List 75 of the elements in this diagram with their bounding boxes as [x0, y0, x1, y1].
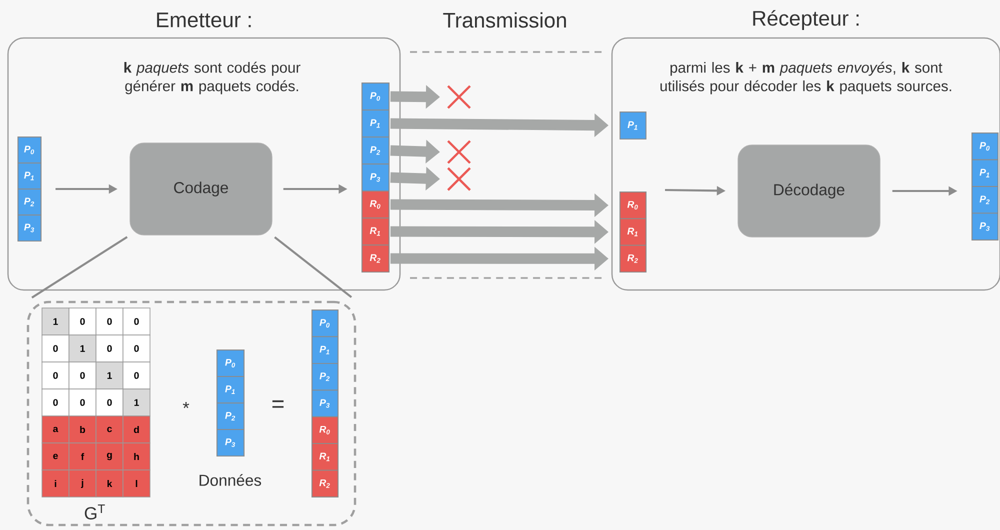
packet-cell: R$_{2}$	[362, 244, 390, 272]
matrix-cell: 0	[96, 388, 124, 416]
packet-cell: R$_{2}$	[620, 244, 646, 272]
matrix-cell: 1	[96, 362, 124, 390]
matrix-name: G$^{T}$	[84, 504, 105, 520]
packet-cell: P$_{1}$	[362, 110, 390, 138]
matrix-cell: d	[122, 416, 150, 444]
packet-cell: P$_{1}$	[972, 159, 998, 187]
matrix-cell: 0	[68, 308, 96, 336]
node-label: P$_{1}$	[980, 168, 990, 178]
packet-cell: R$_{0}$	[620, 192, 646, 220]
process-box: Codage	[130, 142, 272, 236]
packet-cell: R$_{0}$	[312, 416, 338, 444]
packet-cell: P$_{3}$	[972, 212, 998, 240]
zoom-frame	[26, 300, 356, 526]
packet-cell: P$_{1}$	[620, 112, 646, 140]
panel-text: k paquets sont codés pour générer m paquets codés.	[124, 62, 300, 94]
packet-cell: P$_{0}$	[362, 82, 390, 110]
matrix-cell: 0	[42, 334, 70, 362]
matrix-cell: 0	[42, 362, 70, 390]
packet-cell: P$_{3}$	[216, 429, 244, 456]
packet-cell: P$_{1}$	[312, 336, 338, 364]
matrix-cell: 0	[68, 362, 96, 390]
panel-title: Récepteur :	[753, 10, 859, 30]
packet-cell: R$_{1}$	[362, 218, 390, 246]
panel-text: parmi les k + m paquets envoyés, k sont utilisés pour décoder les k paquets sources.	[660, 62, 952, 94]
matrix-cell: e	[42, 442, 70, 470]
matrix-cell: h	[122, 442, 150, 470]
packet-cell: P$_{1}$	[216, 376, 244, 404]
matrix-cell: 1	[122, 388, 150, 416]
packet-cell: P$_{2}$	[216, 402, 244, 430]
matrix-cell: 0	[96, 308, 124, 336]
packet-cell: P$_{2}$	[972, 186, 998, 214]
packet-cell: P$_{0}$	[972, 132, 998, 160]
packet-cell: P$_{3}$	[362, 164, 390, 192]
matrix-cell: 0	[122, 362, 150, 390]
matrix-cell: a	[42, 416, 70, 444]
packet-cell: P$_{3}$	[18, 214, 42, 242]
matrix-cell: 0	[122, 334, 150, 362]
matrix-cell: 1	[42, 308, 70, 336]
matrix-cell: b	[68, 416, 96, 444]
matrix-cell: 0	[42, 388, 70, 416]
leader-line	[274, 236, 352, 298]
matrix-cell: 0	[96, 334, 124, 362]
packet-cell: P$_{3}$	[312, 390, 338, 418]
node-label: P$_{2}$	[980, 196, 990, 204]
packet-cell: P$_{1}$	[18, 162, 42, 190]
matrix-cell: k	[96, 470, 124, 498]
packet-cell: R$_{1}$	[620, 218, 646, 246]
caption: Données	[200, 474, 262, 486]
process-box: Décodage	[738, 144, 880, 238]
packet-cell: P$_{2}$	[362, 136, 390, 164]
matrix-cell: c	[96, 416, 124, 444]
packet-cell: P$_{2}$	[18, 188, 42, 216]
matrix-cell: 1	[68, 334, 96, 362]
packet-cell: R$_{2}$	[312, 470, 338, 498]
title: Transmission	[443, 12, 566, 28]
leader-line	[31, 236, 128, 299]
packet-cell: P$_{0}$	[312, 310, 338, 338]
packet-cell: P$_{2}$	[312, 363, 338, 391]
matrix-cell: 0	[122, 308, 150, 336]
matrix-cell: i	[42, 470, 70, 498]
operator: =	[272, 400, 284, 408]
node-label: P$_{0}$	[980, 142, 990, 151]
packet-cell: R$_{1}$	[312, 443, 338, 471]
panel-title: Emetteur :	[157, 12, 251, 28]
matrix-cell: j	[68, 470, 96, 498]
packet-cell: P$_{0}$	[18, 136, 42, 164]
matrix-cell: f	[68, 442, 96, 470]
matrix-cell: g	[96, 442, 124, 470]
packet-cell: P$_{0}$	[216, 350, 244, 377]
operator: *	[182, 402, 190, 408]
matrix-cell: l	[122, 470, 150, 498]
packet-cell: R$_{0}$	[362, 190, 390, 218]
matrix-cell: 0	[68, 388, 96, 416]
